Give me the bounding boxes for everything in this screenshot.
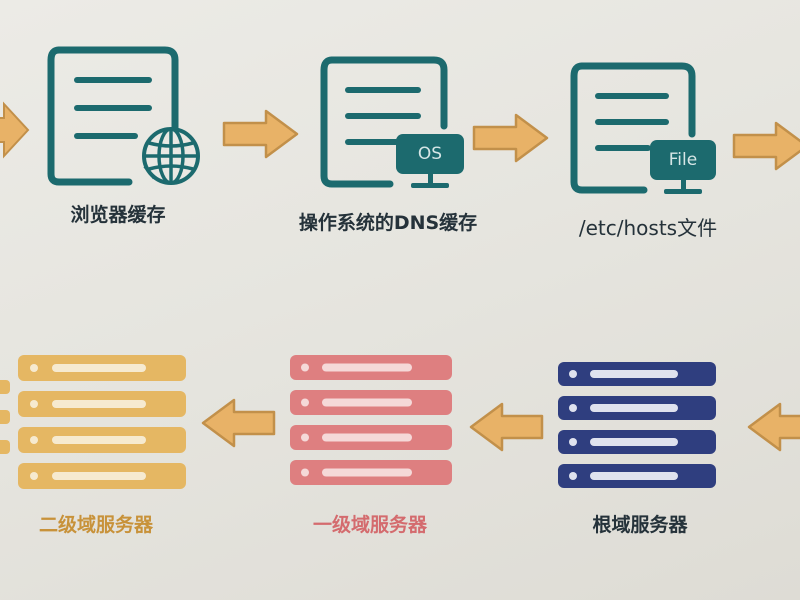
root-domain-server-label: 根域服务器 xyxy=(592,514,688,536)
server-icon xyxy=(0,380,10,454)
secondary-domain-server-label: 二级域服务器 xyxy=(38,514,154,536)
arrow-left-icon xyxy=(469,402,544,452)
primary-domain-server-label: 一级域服务器 xyxy=(312,514,428,536)
arrow-right-icon xyxy=(0,101,30,159)
arrow-left-icon xyxy=(747,402,800,452)
browser-cache-label: 浏览器缓存 xyxy=(70,204,166,226)
document-icon xyxy=(570,62,696,194)
browser-cache-node xyxy=(45,42,205,192)
hosts-file-label: /etc/hosts文件 xyxy=(578,216,718,240)
os-dns-cache-node: OS xyxy=(318,52,468,192)
server-icon xyxy=(18,355,186,489)
arrow-left-icon xyxy=(201,398,276,448)
arrow-right-icon xyxy=(472,113,549,163)
globe-icon xyxy=(142,127,200,185)
arrow-right-icon xyxy=(732,121,800,171)
monitor-icon: File xyxy=(650,140,716,196)
os-dns-cache-label: 操作系统的DNS缓存 xyxy=(298,212,478,234)
hosts-file-node: File xyxy=(568,58,718,198)
monitor-badge: OS xyxy=(417,144,443,164)
server-icon xyxy=(558,362,716,488)
document-icon xyxy=(320,56,448,188)
monitor-badge: File xyxy=(668,150,698,170)
server-icon xyxy=(290,355,452,485)
monitor-icon: OS xyxy=(396,134,464,190)
arrow-right-icon xyxy=(222,109,299,159)
